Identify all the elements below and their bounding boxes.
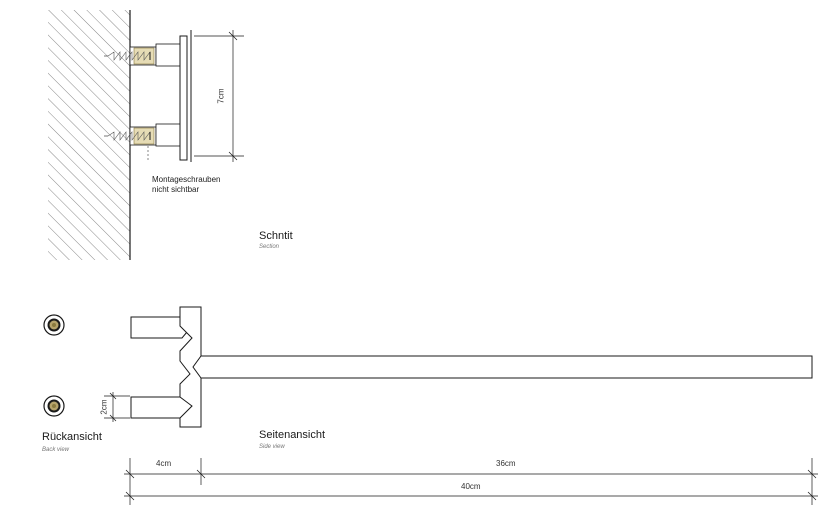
section-view	[48, 10, 244, 260]
back-view-subtitle: Back view	[42, 447, 70, 453]
wall-hatch	[48, 10, 130, 260]
dim-label-4cm: 4cm	[156, 459, 172, 468]
side-view	[104, 306, 813, 428]
dim-label-36cm: 36cm	[496, 459, 516, 468]
bracket	[179, 306, 202, 428]
screw-note-line1: Montageschrauben	[152, 175, 221, 184]
bottom-dimensions	[124, 458, 818, 505]
section-title: Schntit	[259, 230, 293, 242]
mounting-screw-bottom	[104, 126, 157, 160]
back-view-screw-top	[43, 314, 65, 336]
dim-label-2cm: 2cm	[99, 399, 109, 415]
towel-arm	[192, 355, 813, 379]
screw-note-line2: nicht sichtbar	[152, 185, 200, 194]
section-subtitle: Section	[259, 244, 280, 250]
mounting-screw-top	[104, 46, 157, 66]
side-view-title: Seitenansicht	[259, 429, 326, 441]
dim-label-7cm: 7cm	[216, 88, 226, 104]
back-view	[43, 314, 65, 417]
back-view-title: Rückansicht	[42, 431, 102, 443]
dimension-2cm	[104, 392, 130, 422]
standoff-top	[155, 43, 181, 67]
dim-label-40cm: 40cm	[461, 482, 481, 491]
back-view-screw-bottom	[43, 395, 65, 417]
side-view-subtitle: Side view	[259, 444, 285, 450]
dimension-7cm	[194, 30, 244, 162]
standoff-bottom	[155, 123, 181, 147]
mounting-plate	[179, 35, 188, 161]
